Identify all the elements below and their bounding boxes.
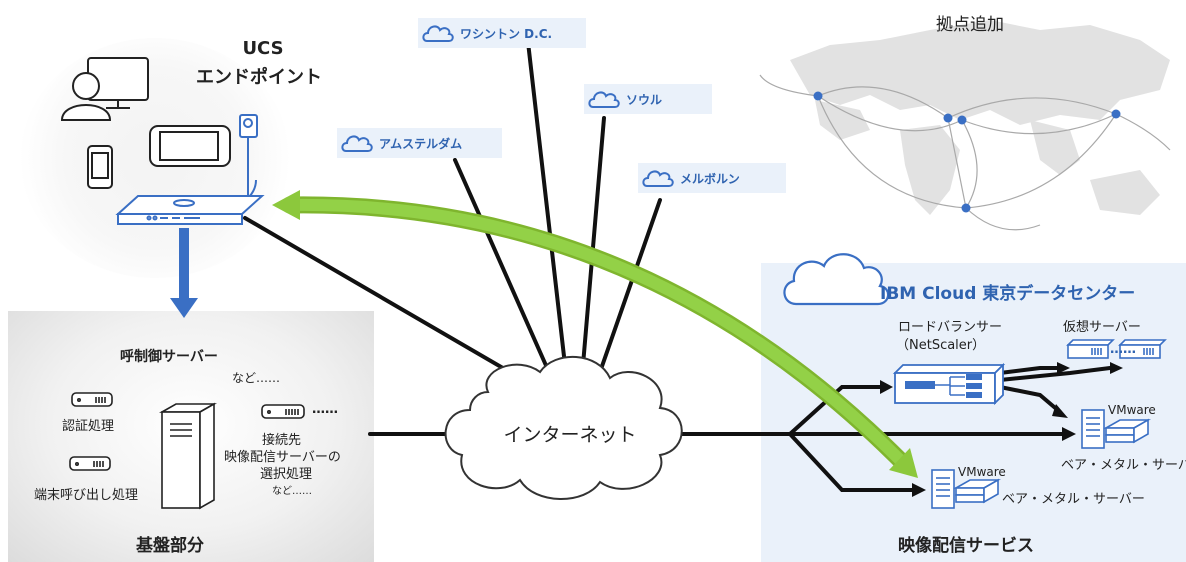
virtual-server-icon bbox=[1066, 339, 1115, 359]
map-node bbox=[1111, 109, 1121, 119]
arrow-head bbox=[880, 380, 893, 394]
connect-label-1: 接続先 bbox=[262, 433, 302, 448]
bare-metal-label-1: ベア・メタル・サーバー bbox=[1061, 458, 1186, 473]
connect-etc-label: など…… bbox=[272, 486, 312, 497]
arrow-head bbox=[912, 483, 926, 497]
line-amsterdam bbox=[453, 158, 550, 372]
arrow-head bbox=[1062, 427, 1076, 441]
city-washington: ワシントン D.C. bbox=[418, 18, 586, 48]
city-seoul: ソウル bbox=[584, 84, 712, 114]
city-label: ソウル bbox=[626, 92, 663, 107]
user-icon bbox=[60, 72, 112, 121]
stacked-server-icon bbox=[952, 478, 1002, 504]
datacenter-panel bbox=[761, 263, 1186, 562]
rack-server-icon bbox=[1081, 409, 1105, 449]
auth-label: 認証処理 bbox=[62, 419, 115, 434]
tower-server-icon bbox=[158, 402, 218, 510]
arrow-head bbox=[1052, 404, 1068, 418]
cloud-icon bbox=[588, 91, 620, 108]
terminal-call-label: 端末呼び出し処理 bbox=[34, 488, 139, 503]
service-title: 映像配信サービス bbox=[898, 536, 1034, 556]
rack-server-icon bbox=[931, 469, 955, 509]
line-to-lb bbox=[788, 385, 882, 436]
line-melbourne bbox=[598, 198, 662, 374]
arrow-head bbox=[1110, 362, 1123, 374]
arrow-head bbox=[1057, 362, 1070, 374]
city-label: ワシントン D.C. bbox=[460, 26, 553, 41]
endpoint-title-2: エンドポイント bbox=[196, 67, 322, 88]
internet-label: インターネット bbox=[503, 424, 637, 446]
stacked-server-icon bbox=[1102, 418, 1152, 444]
green-route-arrow bbox=[272, 190, 918, 478]
datacenter-title: IBM Cloud 東京データセンター bbox=[880, 284, 1136, 304]
call-control-label: 呼制御サーバー bbox=[120, 349, 218, 365]
map-node bbox=[957, 115, 967, 125]
line-washington bbox=[526, 40, 567, 367]
load-balancer-icon bbox=[892, 362, 1006, 406]
server-icon bbox=[69, 456, 111, 471]
city-label: アムステルダム bbox=[379, 136, 463, 151]
codec-device-icon bbox=[115, 195, 265, 225]
virtual-server-icon bbox=[1118, 339, 1167, 359]
cloud-icon bbox=[341, 135, 373, 152]
vs-dots: …… bbox=[1110, 342, 1136, 357]
line-lb-vs1 bbox=[998, 366, 1059, 375]
city-label: メルボルン bbox=[680, 171, 740, 186]
line-lb-vs2 bbox=[998, 366, 1112, 382]
smartphone-icon bbox=[87, 145, 113, 189]
tablet-icon bbox=[149, 125, 231, 167]
line-to-baremetal-2 bbox=[788, 432, 914, 492]
endpoint-title-1: UCS bbox=[242, 38, 284, 59]
map-title: 拠点追加 bbox=[936, 15, 1004, 35]
base-title: 基盤部分 bbox=[136, 536, 204, 556]
connect-label-2: 映像配信サーバーの bbox=[224, 450, 341, 465]
endpoint-to-base-arrow bbox=[170, 228, 198, 318]
map-node bbox=[961, 203, 971, 213]
base-etc-label: など…… bbox=[232, 371, 281, 385]
vmware-label-1: VMware bbox=[1108, 403, 1156, 417]
vmware-label-2: VMware bbox=[958, 465, 1006, 479]
cloud-icon bbox=[642, 170, 674, 187]
datacenter-cloud-icon bbox=[783, 253, 890, 306]
cloud-icon bbox=[422, 25, 454, 42]
lb-label-2: （NetScaler） bbox=[896, 338, 986, 353]
server-icon bbox=[71, 392, 113, 407]
base-dots: …… bbox=[312, 402, 338, 417]
map-node bbox=[813, 91, 823, 101]
bare-metal-label-2: ベア・メタル・サーバー bbox=[1002, 492, 1145, 507]
virtual-servers-label: 仮想サーバー bbox=[1063, 320, 1141, 335]
city-melbourne: メルボルン bbox=[638, 163, 786, 193]
line-lb-vmware bbox=[998, 385, 1062, 414]
lb-label-1: ロードバランサー bbox=[898, 320, 1003, 335]
connect-label-3: 選択処理 bbox=[260, 467, 313, 482]
city-amsterdam: アムステルダム bbox=[337, 128, 502, 158]
map-node bbox=[943, 113, 953, 123]
server-icon bbox=[261, 404, 305, 419]
line-seoul bbox=[581, 116, 606, 367]
line-endpoint bbox=[243, 216, 522, 380]
